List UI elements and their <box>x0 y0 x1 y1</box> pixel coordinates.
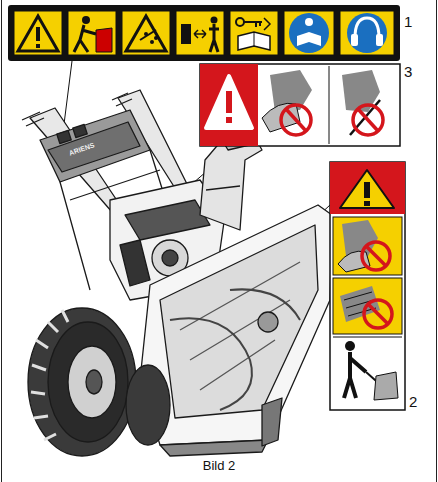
safety-decal <box>368 304 388 324</box>
snowblower-illustration <box>31 310 68 440</box>
snowblower-illustration <box>180 262 300 390</box>
callout-number: 1 <box>404 14 412 29</box>
safety-decal <box>181 24 191 44</box>
snowblower-illustration <box>112 93 132 106</box>
safety-decal <box>226 91 232 113</box>
frame-line <box>436 0 437 482</box>
safety-decal <box>36 27 40 41</box>
callout-number: 2 <box>409 394 417 409</box>
safety-decal <box>14 11 394 55</box>
safety-decal <box>96 28 112 52</box>
safety-decal <box>226 117 232 123</box>
safety-decal <box>355 18 379 38</box>
safety-decal <box>333 278 402 334</box>
safety-decal <box>74 25 96 52</box>
safety-decal <box>338 251 370 272</box>
safety-decal <box>140 30 156 40</box>
safety-decal <box>154 36 158 40</box>
safety-decal <box>68 11 116 55</box>
safety-decal <box>281 105 311 135</box>
safety-decal <box>333 217 402 275</box>
safety-decal <box>333 337 402 338</box>
safety-decal <box>286 109 306 131</box>
safety-decal <box>206 76 252 128</box>
safety-decal <box>340 170 394 208</box>
snowblower-illustration <box>28 308 136 456</box>
safety-decal <box>200 64 400 146</box>
safety-decal <box>14 11 62 55</box>
snowblower-illustration <box>31 310 68 440</box>
snowblower-illustration <box>57 130 72 143</box>
safety-decal <box>366 246 386 266</box>
safety-decal <box>340 286 380 322</box>
safety-decal <box>344 352 366 398</box>
snowblower-illustration <box>258 312 278 332</box>
snowblower-illustration <box>160 225 318 418</box>
snowblower-illustration <box>120 240 150 286</box>
safety-decal <box>329 66 330 144</box>
frame-line <box>1 0 2 482</box>
safety-decal <box>330 162 405 410</box>
safety-decal <box>264 18 270 30</box>
safety-decal <box>230 11 278 55</box>
safety-decal <box>200 64 400 146</box>
safety-decal <box>364 201 370 206</box>
safety-decal <box>351 34 358 46</box>
snowblower-illustration <box>40 110 150 182</box>
safety-decal <box>209 24 219 52</box>
safety-decal <box>358 109 378 131</box>
safety-decal <box>305 18 313 26</box>
snowblower-illustration <box>86 370 102 394</box>
snowblower-illustration <box>262 398 282 446</box>
safety-decal <box>362 242 390 270</box>
snowblower-illustration <box>68 346 116 418</box>
snowblower-illustration <box>48 122 140 172</box>
callout-number: 3 <box>404 64 412 79</box>
safety-decal <box>82 16 90 24</box>
safety-decal <box>289 13 329 53</box>
safety-decal <box>364 182 370 198</box>
safety-decal <box>236 18 244 26</box>
snowblower-illustration <box>162 250 178 266</box>
safety-decal <box>176 11 224 55</box>
safety-decal <box>330 162 405 410</box>
safety-decal <box>150 40 154 44</box>
safety-decal <box>297 32 321 46</box>
safety-decal <box>194 30 206 38</box>
snowblower-illustration <box>48 322 128 442</box>
safety-decal <box>144 32 148 36</box>
safety-decal <box>126 16 166 51</box>
snowblower-illustration <box>22 112 44 126</box>
safety-decal <box>347 13 387 53</box>
safety-decal <box>345 341 355 351</box>
snowblower-illustration <box>125 200 210 240</box>
safety-decal <box>8 5 400 61</box>
safety-decal <box>374 372 398 400</box>
safety-decal <box>353 105 383 135</box>
safety-decal <box>36 44 40 48</box>
safety-decal <box>8 5 400 61</box>
snowblower-illustration <box>160 440 268 456</box>
safety-decal <box>284 11 334 55</box>
safety-decal <box>344 292 376 316</box>
safety-decal <box>376 34 383 46</box>
safety-decal <box>238 32 270 50</box>
figure-caption: Bild 2 <box>0 459 438 472</box>
snowblower-illustration <box>206 186 240 190</box>
snowblower-illustration <box>126 365 170 445</box>
safety-decal <box>18 16 58 51</box>
snowblower-illustration <box>73 124 88 137</box>
safety-decal <box>211 17 218 24</box>
safety-decal <box>364 300 392 328</box>
safety-decal <box>200 64 258 146</box>
safety-decal <box>122 11 170 55</box>
safety-decal <box>330 162 405 214</box>
safety-decal <box>340 11 394 55</box>
safety-decal <box>254 32 255 46</box>
snowblower-illustration <box>170 318 252 410</box>
safety-decal <box>244 22 262 27</box>
